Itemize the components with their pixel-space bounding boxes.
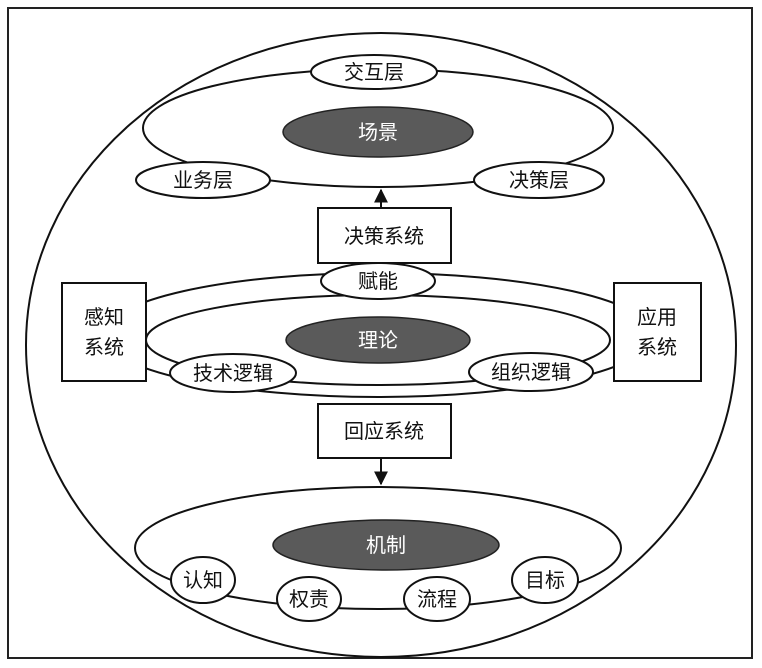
bottom-node-4-label: 目标: [525, 568, 565, 592]
right-node-ellipse: [473, 161, 605, 199]
application-system-box: [613, 282, 702, 382]
outer-sphere: [25, 32, 737, 658]
middle-right-node-label: 组织逻辑: [491, 360, 571, 384]
left-node-ellipse: [135, 161, 271, 199]
response-system-box: [317, 403, 452, 459]
bottom-node-2-label: 权责: [289, 587, 329, 611]
bottom-node-4-ellipse: [511, 556, 579, 604]
bottom-core-label: 机制: [366, 533, 406, 557]
middle-core-label: 理论: [358, 328, 398, 352]
bottom-node-3-label: 流程: [417, 587, 457, 611]
application-system-label-line2: 系统: [637, 335, 677, 359]
top-core-label: 场景: [358, 120, 398, 144]
middle-right-node-ellipse: [468, 352, 594, 392]
top-node-ellipse: [310, 54, 438, 90]
middle-left-node-ellipse: [169, 353, 297, 393]
middle-top-node-label: 赋能: [358, 269, 398, 293]
perception-system-label-line2: 系统: [84, 335, 124, 359]
bottom-node-2-ellipse: [276, 576, 342, 622]
left-node-label: 业务层: [173, 168, 233, 192]
middle-core-ellipse: [285, 316, 471, 364]
figure-frame: [7, 7, 753, 659]
middle-left-node-label: 技术逻辑: [193, 361, 273, 385]
bottom-node-1-ellipse: [170, 556, 236, 604]
bottom-node-3-ellipse: [403, 576, 471, 622]
right-node-label: 决策层: [509, 168, 569, 192]
top-node-label: 交互层: [344, 60, 404, 84]
bottom-layer-ring: [134, 486, 622, 610]
application-system-label-line1: 应用: [637, 305, 677, 329]
top-core-ellipse: [282, 106, 474, 158]
response-system-label: 回应系统: [344, 419, 424, 443]
decision-system-label: 决策系统: [344, 224, 424, 248]
decision-system-box: [317, 207, 452, 264]
bottom-core-ellipse: [272, 519, 500, 571]
perception-system-box: [61, 282, 147, 382]
perception-system-label-line1: 感知: [84, 305, 124, 329]
bottom-node-1-label: 认知: [183, 568, 223, 592]
middle-top-node-ellipse: [320, 262, 436, 300]
